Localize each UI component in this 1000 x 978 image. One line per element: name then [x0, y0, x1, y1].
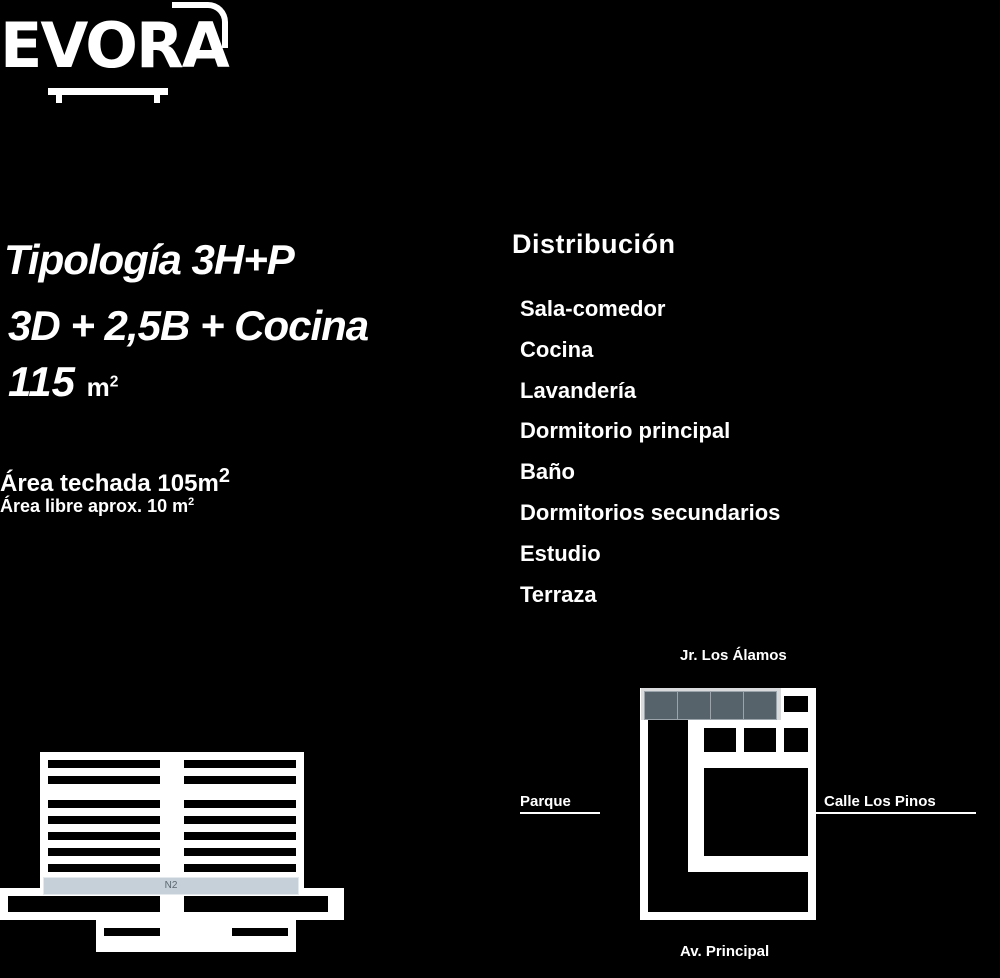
highlighted-floor-n2[interactable]: N2: [43, 877, 299, 895]
building-upper-block: [40, 752, 304, 893]
logo-underline-icon: [48, 88, 168, 103]
plan-label-top: Jr. Los Álamos: [680, 647, 787, 664]
typology-rooms: 3D + 2,5B + Cocina: [8, 302, 369, 349]
building-base: [96, 920, 296, 952]
list-item: Cocina: [520, 336, 594, 362]
unit-cell[interactable]: [644, 691, 678, 720]
plan-label-right: Calle Los Pinos: [824, 793, 936, 810]
free-area: Área libre aprox. 10 m2: [0, 496, 195, 516]
building-podium: [0, 888, 344, 920]
unit-cell[interactable]: [710, 691, 744, 720]
unit-cell[interactable]: [743, 691, 777, 720]
list-item: Dormitorios secundarios: [520, 499, 781, 525]
logo-flourish-icon: [172, 2, 228, 48]
list-item: Estudio: [520, 540, 601, 566]
area-value: 115: [8, 358, 75, 405]
floor-plan: [640, 688, 816, 920]
free-area-label: Área libre aprox.: [0, 496, 143, 516]
list-item: Lavandería: [520, 377, 637, 403]
distribution-list: Sala-comedor Cocina Lavandería Dormitori…: [520, 294, 780, 620]
area-unit: m2: [86, 372, 119, 402]
roofed-area-value: 105: [157, 470, 198, 497]
list-item: Baño: [520, 459, 575, 485]
roofed-area: Área techada 105m2: [0, 465, 230, 497]
list-item: Terraza: [520, 581, 597, 607]
unit-cell[interactable]: [677, 691, 711, 720]
free-area-value: 10 m: [147, 496, 189, 516]
highlighted-units[interactable]: [641, 688, 781, 720]
distribution-title: Distribución: [512, 229, 676, 259]
list-item: Sala-comedor: [520, 296, 666, 321]
plan-label-left: Parque: [520, 793, 571, 810]
plan-label-bottom: Av. Principal: [680, 943, 770, 960]
typology-area: 115 m2: [8, 358, 118, 411]
roofed-area-label: Área techada: [0, 470, 151, 497]
list-item: Dormitorio principal: [520, 418, 731, 444]
typology-title: Tipología 3H+P: [4, 236, 295, 283]
